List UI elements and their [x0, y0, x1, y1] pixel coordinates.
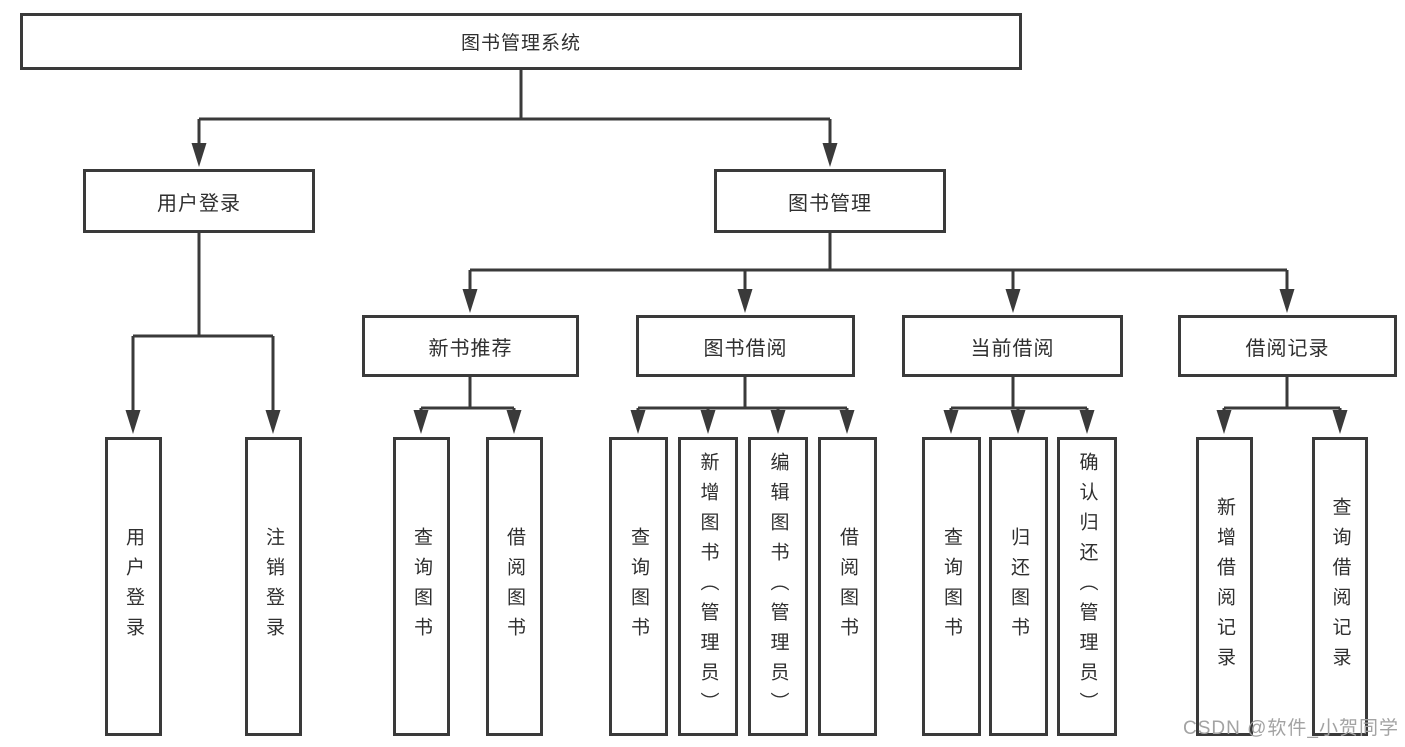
leaf-return-books: 归还图书 [989, 437, 1048, 736]
node-current-borrowing: 当前借阅 [902, 315, 1123, 377]
leaf-confirm-return-admin: 确认归还（管理员） [1057, 437, 1117, 736]
node-book-borrowing: 图书借阅 [636, 315, 855, 377]
leaf-query-books-borrow: 查询图书 [609, 437, 668, 736]
leaf-query-books-current: 查询图书 [922, 437, 981, 736]
node-book-management: 图书管理 [714, 169, 946, 233]
leaf-borrow-books-recommend: 借阅图书 [486, 437, 543, 736]
node-new-book-recommend: 新书推荐 [362, 315, 579, 377]
leaf-query-borrow-record: 查询借阅记录 [1312, 437, 1368, 736]
node-user-login: 用户登录 [83, 169, 315, 233]
node-borrow-records: 借阅记录 [1178, 315, 1397, 377]
node-library-system: 图书管理系统 [20, 13, 1022, 70]
leaf-add-books-admin: 新增图书（管理员） [678, 437, 738, 736]
leaf-add-borrow-record: 新增借阅记录 [1196, 437, 1253, 736]
leaf-query-books-recommend: 查询图书 [393, 437, 450, 736]
csdn-watermark: CSDN @软件_小贺同学 [1183, 718, 1399, 739]
leaf-logout: 注销登录 [245, 437, 302, 736]
leaf-borrow-books: 借阅图书 [818, 437, 877, 736]
leaf-edit-books-admin: 编辑图书（管理员） [748, 437, 808, 736]
leaf-user-login: 用户登录 [105, 437, 162, 736]
